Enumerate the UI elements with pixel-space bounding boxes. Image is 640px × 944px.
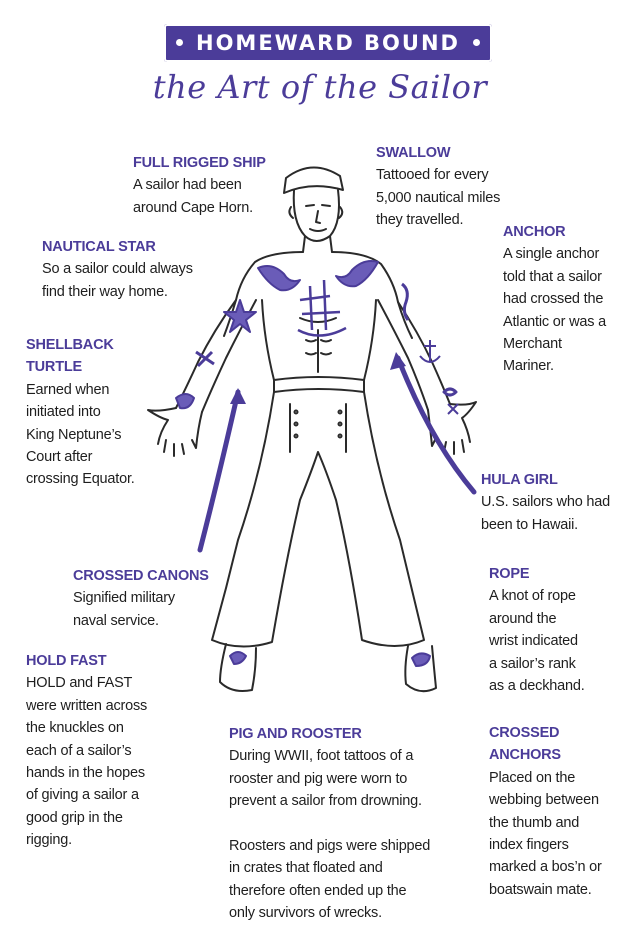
label-title: ROPE [489, 566, 530, 582]
swallow-right-icon [335, 260, 379, 288]
label-body: A single anchor told that a sailor had c… [503, 246, 606, 375]
rooster-icon [229, 651, 247, 665]
label-nautical-star: NAUTICAL STAR So a sailor could always f… [42, 236, 193, 303]
anchor-icon [419, 340, 441, 363]
pig-icon [411, 652, 431, 667]
label-title: SHELLBACK TURTLE [26, 337, 114, 376]
label-crossed-canons: CROSSED CANONS Signified military naval … [73, 565, 209, 632]
label-body: Tattooed for every 5,000 nautical miles … [376, 167, 501, 229]
banner-dot-left [176, 39, 183, 46]
label-title: FULL RIGGED SHIP [133, 155, 266, 171]
crossed-anchors-icon [447, 403, 459, 415]
label-hula-girl: HULA GIRL U.S. sailors who had been to H… [481, 469, 610, 536]
label-body: Signified military naval service. [73, 590, 175, 629]
label-body: U.S. sailors who had been to Hawaii. [481, 494, 610, 533]
label-title: SWALLOW [376, 145, 451, 161]
label-crossed-anchors: CROSSED ANCHORS Placed on the webbing be… [489, 722, 602, 901]
tattoos [175, 260, 459, 667]
sailor-right-hand [427, 401, 477, 455]
sailor-belt [273, 376, 365, 393]
label-title: CROSSED ANCHORS [489, 725, 561, 764]
label-body: Earned when initiated into King Neptune’… [26, 381, 135, 488]
sailor-torso [223, 251, 413, 339]
swallow-left-icon [257, 265, 301, 292]
sailor-hat [283, 166, 344, 194]
label-title: HOLD FAST [26, 653, 107, 669]
sailor-left-foot [219, 643, 257, 692]
label-body: So a sailor could always find their way … [42, 261, 193, 300]
turtle-icon [175, 393, 195, 410]
label-body: A sailor had been around Cape Horn. [133, 177, 253, 216]
sailor-trousers [211, 391, 425, 648]
crossed-canons-icon [195, 350, 215, 368]
ship-icon [297, 279, 347, 337]
label-full-rigged-ship: FULL RIGGED SHIP A sailor had been aroun… [133, 152, 266, 219]
label-title: ANCHOR [503, 224, 566, 240]
label-body: During WWII, foot tattoos of a rooster a… [229, 748, 431, 922]
label-anchor: ANCHOR A single anchor told that a sailo… [503, 221, 606, 378]
arrow-left-icon [197, 389, 241, 553]
label-body: HOLD and FAST were written across the kn… [26, 675, 148, 849]
rope-icon [442, 387, 458, 397]
label-pig-and-rooster: PIG AND ROOSTER During WWII, foot tattoo… [229, 723, 430, 925]
label-hold-fast: HOLD FAST HOLD and FAST were written acr… [26, 650, 147, 852]
label-title: NAUTICAL STAR [42, 239, 156, 255]
sailor-right-foot [404, 645, 437, 693]
label-title: HULA GIRL [481, 472, 558, 488]
label-rope: ROPE A knot of rope around the wrist ind… [489, 563, 585, 697]
label-body: Placed on the webbing between the thumb … [489, 769, 602, 898]
subtitle: the Art of the Sailor [152, 68, 488, 106]
title-banner: HOMEWARD BOUND [164, 24, 492, 62]
label-shellback-turtle: SHELLBACK TURTLE Earned when initiated i… [26, 334, 135, 491]
nautical-star-icon [223, 299, 257, 333]
label-body: A knot of rope around the wrist indicate… [489, 588, 585, 695]
label-swallow: SWALLOW Tattooed for every 5,000 nautica… [376, 142, 500, 232]
sailor-left-hand [147, 407, 203, 457]
banner-title: HOMEWARD BOUND [196, 31, 460, 55]
label-title: PIG AND ROOSTER [229, 726, 362, 742]
banner-dot-right [473, 39, 480, 46]
arrow-right-icon [395, 355, 477, 495]
sailor-head [292, 189, 340, 242]
hula-girl-icon [401, 282, 410, 321]
label-title: CROSSED CANONS [73, 568, 209, 584]
